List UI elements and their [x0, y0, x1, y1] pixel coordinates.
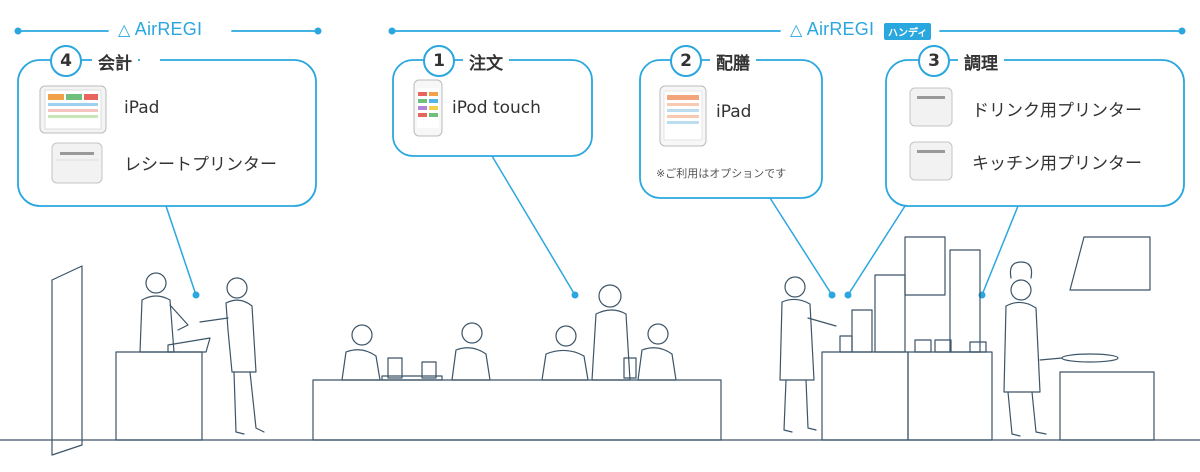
- ipad-icon-2: [659, 85, 707, 147]
- ipod-touch-icon: [413, 79, 443, 137]
- ipad-icon-4: [39, 85, 107, 134]
- restaurant-illustration: [0, 236, 1200, 456]
- pointer-2: [769, 197, 833, 296]
- step-title-3: 調理: [958, 49, 1004, 74]
- step1-item-ipod: iPod touch: [452, 98, 541, 118]
- step-number-3: 3: [918, 45, 950, 77]
- step4-item-ipad: iPad: [124, 98, 160, 118]
- airregi-logo: △ AirREGI: [118, 19, 203, 39]
- step3-item-drink-printer: ドリンク用プリンター: [972, 101, 1142, 121]
- airregi-handy-logo-text: AirREGI: [806, 19, 875, 39]
- kitchen-printer-icon: [909, 141, 953, 181]
- step2-item-ipad: iPad: [716, 102, 752, 122]
- handy-tag: ハンディ: [884, 23, 932, 40]
- step2-option-note: ※ご利用はオプションです: [656, 167, 787, 180]
- pointer-4: [165, 205, 197, 296]
- pointer-1: [491, 155, 576, 296]
- step-number-4: 4: [50, 45, 82, 77]
- pointer-3b: [981, 205, 1019, 296]
- airregi-handy-logo: △ AirREGI: [790, 19, 875, 39]
- callout-box-3: [885, 59, 1185, 207]
- step-title-1: 注文: [463, 49, 509, 74]
- receipt-printer-icon: [51, 142, 103, 184]
- drink-printer-icon: [909, 87, 953, 127]
- step-number-1: 1: [423, 45, 455, 77]
- pointer-3a: [847, 205, 906, 296]
- step-title-4: 会計: [92, 49, 138, 74]
- step-number-2: 2: [670, 45, 702, 77]
- airregi-logo-text: AirREGI: [134, 19, 203, 39]
- step3-item-kitchen-printer: キッチン用プリンター: [972, 154, 1142, 174]
- step-title-2: 配膳: [710, 49, 756, 74]
- step4-item-receipt-printer: レシートプリンター: [124, 155, 277, 175]
